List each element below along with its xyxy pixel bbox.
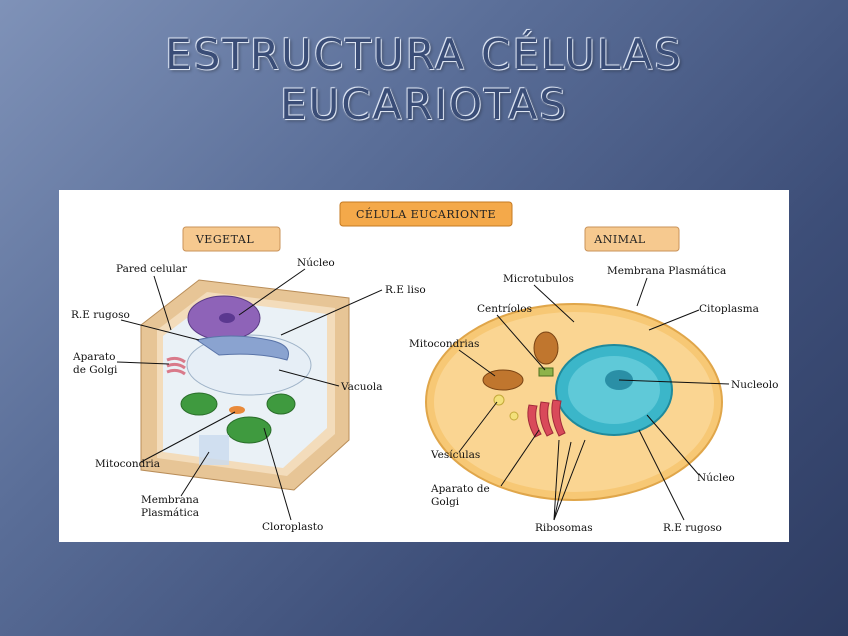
main-header-box: CÉLULA EUCARIONTE: [340, 202, 512, 226]
plant-header-box: VEGETAL: [183, 227, 280, 251]
label-citoplasma: Citoplasma: [699, 303, 759, 315]
label-aparato-golgi-plant-1: Aparato: [72, 351, 115, 363]
label-membrana-plasmatica-animal: Membrana Plasmática: [607, 265, 726, 277]
label-ribosomas: Ribosomas: [535, 522, 593, 534]
label-membrana-plant-1: Membrana: [141, 494, 199, 506]
label-nucleo-plant: Núcleo: [297, 257, 335, 269]
label-vesiculas: Vesículas: [430, 449, 480, 461]
label-vacuola: Vacuola: [340, 381, 382, 393]
label-membrana-plant-2: Plasmática: [141, 507, 199, 519]
animal-header-box: ANIMAL: [585, 227, 679, 251]
label-microtubulos: Microtubulos: [503, 273, 574, 285]
label-aparato-golgi-animal-2: Golgi: [431, 496, 460, 508]
label-centriolos: Centríolos: [477, 303, 532, 315]
plant-cell: [141, 280, 349, 490]
title-line-1: ESTRUCTURA CÉLULAS: [0, 30, 848, 80]
label-re-rugoso-plant: R.E rugoso: [71, 309, 130, 321]
slide-title: ESTRUCTURA CÉLULAS EUCARIOTAS: [0, 30, 848, 130]
label-aparato-golgi-animal-1: Aparato de: [430, 483, 490, 495]
main-header-label: CÉLULA EUCARIONTE: [356, 207, 496, 221]
label-re-liso: R.E liso: [385, 284, 426, 296]
title-line-2: EUCARIOTAS: [0, 80, 848, 130]
label-cloroplasto: Cloroplasto: [262, 521, 323, 533]
plant-header-label: VEGETAL: [195, 233, 254, 246]
label-mitocondria-plant: Mitocondria: [95, 458, 160, 470]
label-nucleolo: Nucleolo: [731, 379, 778, 391]
label-nucleo-animal: Núcleo: [697, 472, 735, 484]
cell-diagram-figure: CÉLULA EUCARIONTE VEGETAL ANIMAL: [59, 190, 789, 542]
cell-diagram-svg: CÉLULA EUCARIONTE VEGETAL ANIMAL: [59, 190, 789, 542]
label-aparato-golgi-plant-2: de Golgi: [73, 364, 118, 376]
animal-cell: [426, 304, 722, 500]
label-mitocondrias-animal: Mitocondrias: [409, 338, 479, 350]
label-pared-celular: Pared celular: [116, 263, 188, 275]
animal-header-label: ANIMAL: [593, 233, 646, 246]
label-re-rugoso-animal: R.E rugoso: [663, 522, 722, 534]
